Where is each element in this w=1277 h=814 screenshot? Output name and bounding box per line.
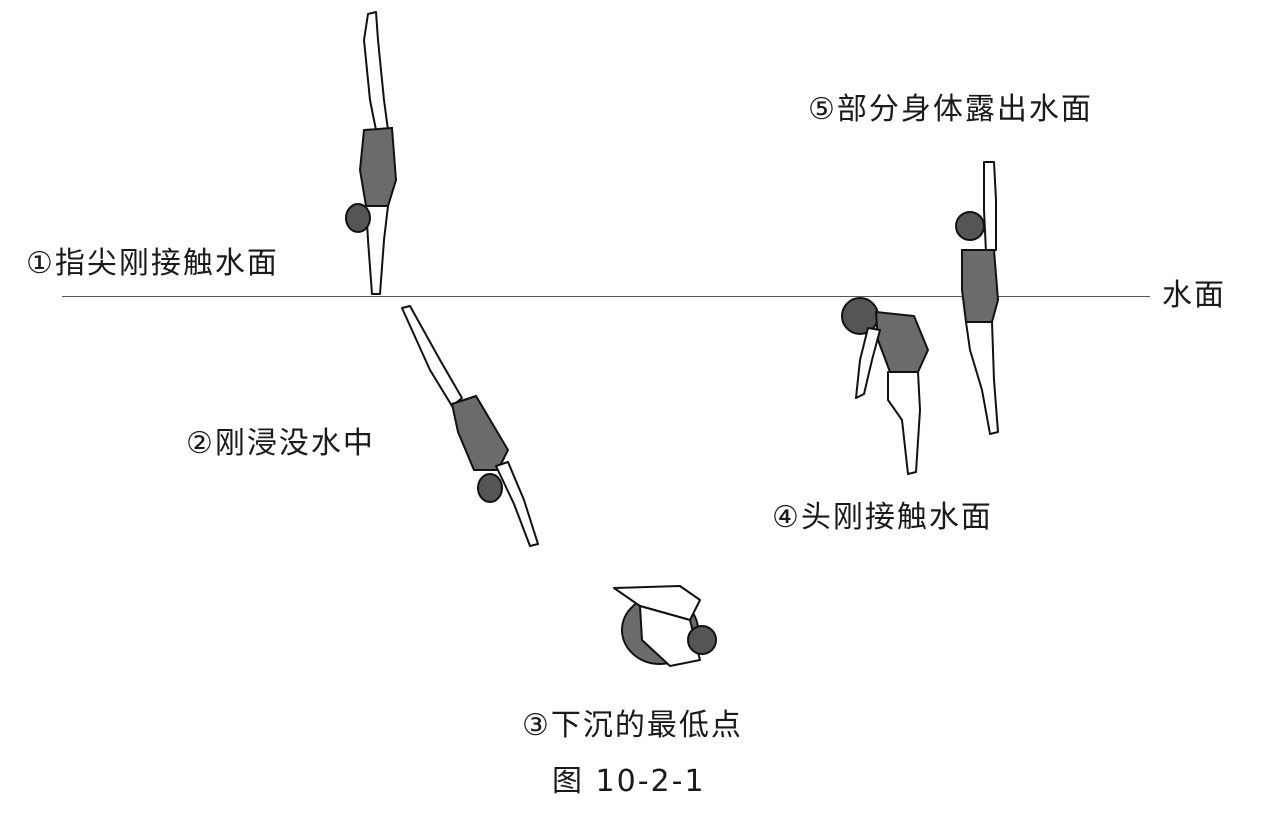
diver-stage1 [345,11,398,295]
stage4-label: ④头刚接触水面 [772,500,993,535]
water-surface-line [62,296,1150,297]
stage5-label: ⑤部分身体露出水面 [808,92,1093,127]
stage2-label: ②刚浸没水中 [186,426,375,461]
diver-stage4 [841,297,930,475]
diver-stage3 [613,585,717,667]
figure-caption: 图 10-2-1 [552,764,706,799]
diver-stage5 [955,161,1000,435]
stage3-label: ③下沉的最低点 [522,708,743,743]
diver-stage2 [401,305,539,547]
water-surface-label: 水面 [1162,278,1226,313]
stage1-label: ①指尖刚接触水面 [26,246,279,281]
